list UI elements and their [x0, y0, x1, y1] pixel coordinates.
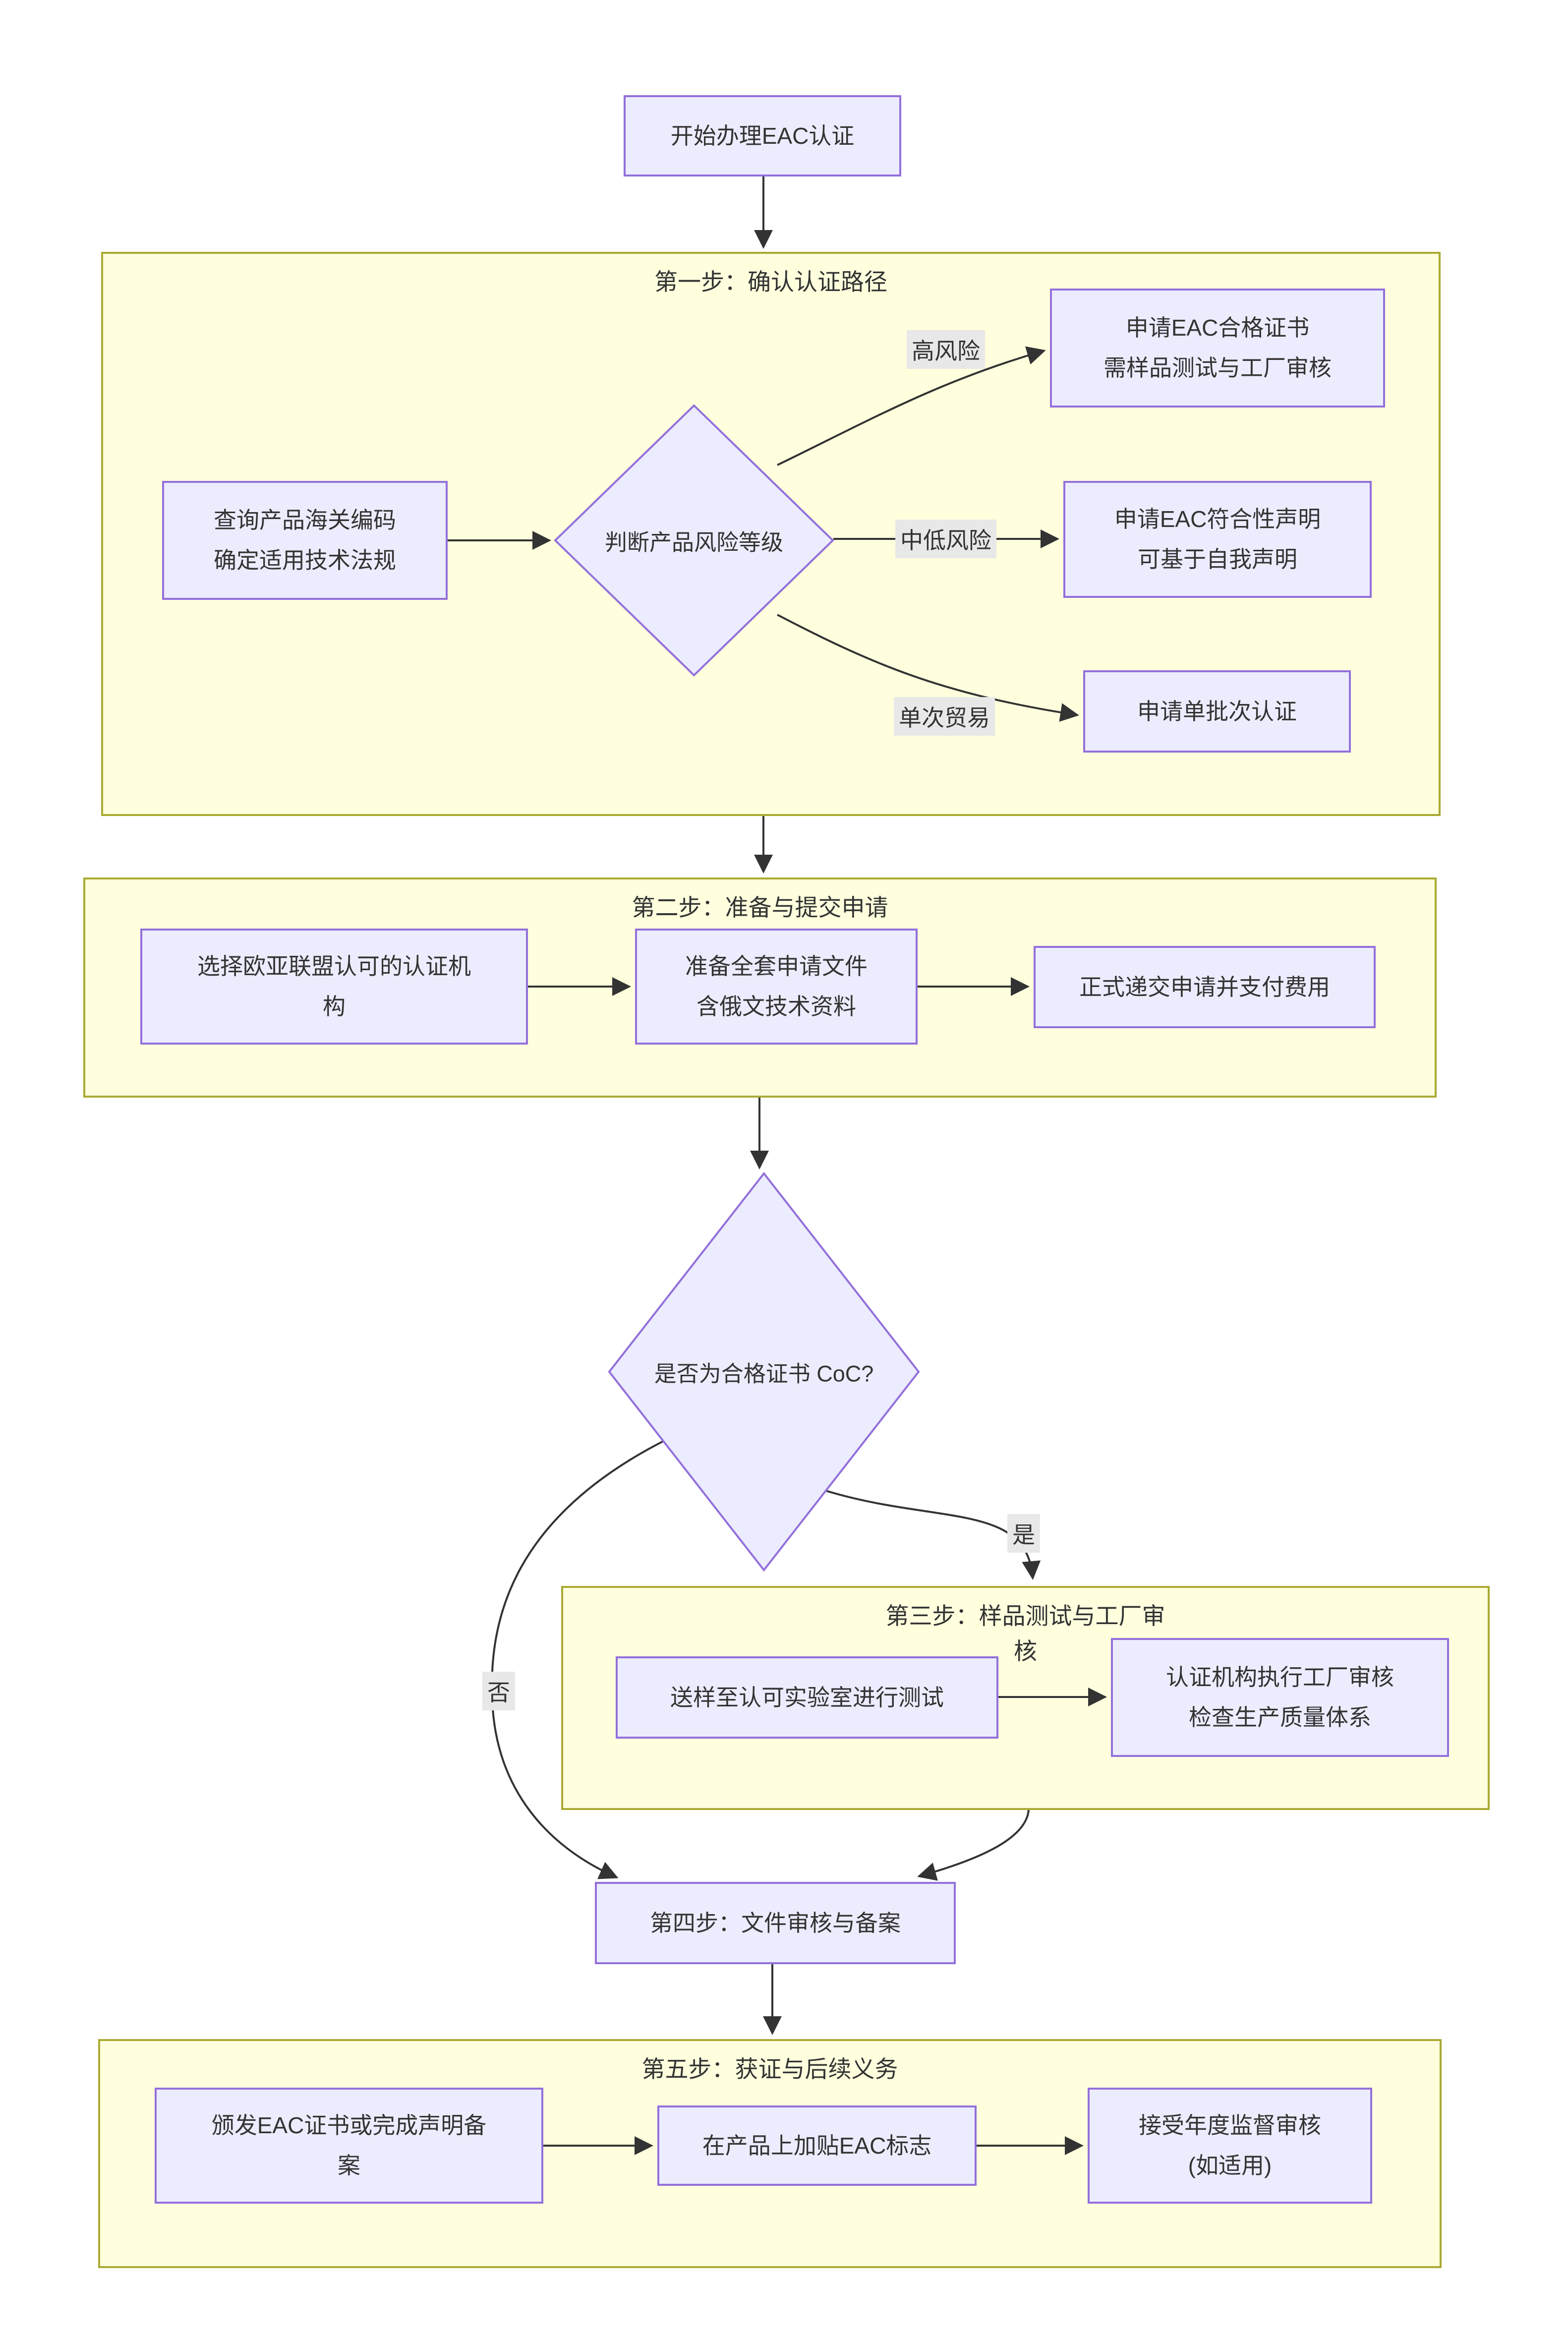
decision-coc-label: 是否为合格证书 CoC?: [654, 1361, 874, 1387]
node-prepare-docs: 准备全套申请文件 含俄文技术资料: [635, 929, 918, 1045]
node-query-line1: 查询产品海关编码: [214, 507, 396, 533]
subgraph-step3-title-line2: 核: [1014, 1637, 1037, 1664]
node-query-hs-code: 查询产品海关编码 确定适用技术法规: [162, 481, 448, 600]
node-factory-audit-line1: 认证机构执行工厂审核: [1166, 1664, 1394, 1691]
node-start: 开始办理EAC认证: [624, 95, 901, 176]
node-choose-org: 选择欧亚联盟认可的认证机 构: [140, 929, 528, 1045]
edge-decision-to-single: [777, 614, 1079, 722]
node-apply-doc-line2: 可基于自我声明: [1138, 546, 1297, 572]
edge-step3-to-step4: [917, 1810, 1030, 1881]
node-apply-doc-line1: 申请EAC符合性声明: [1114, 506, 1321, 532]
node-apply-coc-line1: 申请EAC合格证书: [1125, 315, 1310, 341]
node-step4-review: 第四步：文件审核与备案: [595, 1882, 956, 1964]
edge-label-yes: 是: [1007, 1514, 1040, 1553]
edge-label-high-risk: 高风险: [907, 330, 985, 369]
node-choose-org-line1: 选择欧亚联盟认可的认证机: [197, 953, 471, 980]
node-issue-cert: 颁发EAC证书或完成声明备 案: [155, 2088, 543, 2204]
node-step4-review-label: 第四步：文件审核与备案: [650, 1910, 901, 1936]
subgraph-step1-title: 第一步：确认认证路径: [654, 269, 887, 295]
node-prepare-docs-line1: 准备全套申请文件: [685, 953, 868, 980]
node-lab-test-label: 送样至认可实验室进行测试: [670, 1684, 944, 1710]
subgraph-step3-title: 第三步：样品测试与工厂审 核: [563, 1599, 1488, 1669]
edge-label-mid-low-risk: 中低风险: [895, 520, 996, 558]
node-issue-cert-line1: 颁发EAC证书或完成声明备: [211, 2112, 487, 2139]
node-submit-apply-label: 正式递交申请并支付费用: [1079, 974, 1330, 1000]
edge-label-no: 否: [482, 1672, 515, 1710]
node-apply-single-batch-label: 申请单批次认证: [1137, 698, 1297, 724]
node-query-line2: 确定适用技术法规: [214, 547, 396, 573]
node-annual-audit-line2: (如适用): [1188, 2153, 1272, 2178]
edge-label-single-trade: 单次贸易: [894, 697, 995, 736]
node-prepare-docs-line2: 含俄文技术资料: [697, 994, 856, 1019]
node-apply-coc: 申请EAC合格证书 需样品测试与工厂审核: [1050, 289, 1385, 408]
subgraph-step3-title-line1: 第三步：样品测试与工厂审: [885, 1603, 1165, 1629]
node-submit-apply: 正式递交申请并支付费用: [1034, 946, 1376, 1028]
node-apply-doc: 申请EAC符合性声明 可基于自我声明: [1063, 481, 1372, 598]
decision-risk-label: 判断产品风险等级: [604, 529, 784, 555]
node-eac-mark: 在产品上加贴EAC标志: [657, 2105, 977, 2186]
node-factory-audit: 认证机构执行工厂审核 检查生产质量体系: [1111, 1638, 1449, 1757]
node-choose-org-line2: 构: [323, 994, 346, 1019]
decision-coc-diamond: [608, 1171, 920, 1572]
edge-decision-to-coc: [777, 346, 1046, 466]
node-apply-single-batch: 申请单批次认证: [1083, 670, 1351, 753]
node-annual-audit-line1: 接受年度监督审核: [1139, 2112, 1321, 2139]
node-annual-audit: 接受年度监督审核 (如适用): [1088, 2088, 1372, 2204]
node-factory-audit-line2: 检查生产质量体系: [1189, 1704, 1371, 1730]
subgraph-step2-title: 第二步：准备与提交申请: [632, 894, 888, 921]
decision-risk-diamond: [554, 404, 834, 677]
subgraph-step5-title: 第五步：获证与后续义务: [641, 2056, 898, 2082]
edge-decision2-yes: [825, 1490, 1041, 1580]
node-start-label: 开始办理EAC认证: [670, 122, 855, 149]
node-apply-coc-line2: 需样品测试与工厂审核: [1103, 355, 1332, 381]
node-eac-mark-label: 在产品上加贴EAC标志: [702, 2132, 932, 2159]
node-issue-cert-line2: 案: [338, 2153, 360, 2178]
node-lab-test: 送样至认可实验室进行测试: [616, 1656, 998, 1739]
